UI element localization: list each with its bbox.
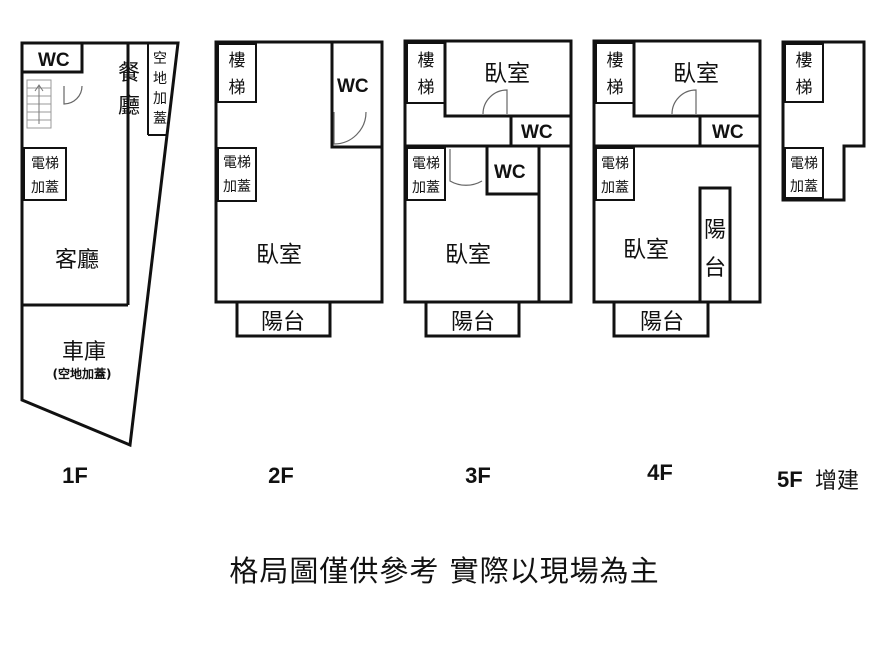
f2-elevator-label-1: 電梯: [223, 155, 251, 171]
floor-4f: 樓 梯 臥室 WC 電梯 加蓋 臥室 陽 台 陽台: [592, 39, 762, 338]
f2-elevator-label-2: 加蓋: [223, 179, 251, 195]
f4-stairs-label-1: 樓: [607, 51, 624, 71]
f3-bedroom-label: 臥室: [445, 242, 491, 268]
f3-balcony-label: 陽台: [451, 310, 495, 335]
f1-open-cover-label-1: 空: [153, 51, 167, 67]
f1-elevator-label-1: 電梯: [31, 156, 59, 172]
f4-wc-label: WC: [712, 122, 744, 143]
f1-open-cover-label-3: 加: [153, 91, 167, 107]
floor-1f: WC 餐 廳 空 地 加 蓋 電梯 加蓋 客廳 車庫 (空地加蓋): [20, 41, 180, 448]
floor-5f: 樓 梯 電梯 加蓋: [781, 40, 866, 202]
f4-elevator-label-1: 電梯: [601, 156, 629, 172]
f1-dining-label-2: 廳: [118, 94, 140, 119]
f1-garage-label: 車庫: [62, 340, 106, 365]
f5-stairs-label-1: 樓: [796, 51, 813, 71]
f1-open-cover-label-4: 蓋: [153, 111, 167, 127]
floor-3f: 樓 梯 臥室 WC 電梯 加蓋 WC 臥室 陽台: [403, 39, 573, 338]
f1-garage-note: (空地加蓋): [53, 366, 112, 381]
floor-2f: 樓 梯 WC 電梯 加蓋 臥室 陽台: [214, 40, 384, 338]
f3-bedroom-top-label: 臥室: [484, 61, 530, 87]
f3-elevator-label-2: 加蓋: [412, 180, 440, 196]
f2-wc-label: WC: [337, 76, 369, 97]
f4-balcony-label: 陽台: [640, 310, 684, 335]
f4-stairs-label-2: 梯: [607, 78, 624, 98]
f1-elevator-label-2: 加蓋: [31, 180, 59, 196]
floor-label-2f: 2F: [268, 463, 294, 488]
f1-dining-label-1: 餐: [118, 61, 140, 86]
f4-bedroom-label: 臥室: [623, 237, 669, 263]
f2-balcony-label: 陽台: [261, 310, 305, 335]
door-swing-icon: [449, 149, 483, 186]
f2-stairs-label-1: 樓: [229, 51, 246, 71]
floor-label-1f: 1F: [62, 463, 88, 488]
door-swing-icon: [63, 85, 83, 105]
floor-label-5f: 5F: [777, 467, 803, 492]
f3-wc-mid-label: WC: [494, 162, 526, 183]
f1-open-cover-label-2: 地: [153, 71, 167, 87]
f5-stairs-label-2: 梯: [796, 78, 813, 98]
f5-elevator-label-2: 加蓋: [790, 179, 818, 195]
floor-label-3f: 3F: [465, 463, 491, 488]
f4-side-balcony-label-1: 陽: [704, 218, 726, 243]
stairs-icon: [26, 79, 52, 129]
floor-label-5f-suffix: 增建: [815, 469, 859, 494]
f3-stairs-label-1: 樓: [418, 51, 435, 71]
f4-bedroom-top-label: 臥室: [673, 61, 719, 87]
door-swing-icon: [482, 89, 508, 115]
f3-elevator-label-1: 電梯: [412, 156, 440, 172]
f4-elevator-label-2: 加蓋: [601, 180, 629, 196]
door-swing-icon: [671, 89, 697, 115]
f5-elevator-label-1: 電梯: [790, 156, 818, 172]
floor-label-4f: 4F: [647, 460, 673, 485]
f3-stairs-label-2: 梯: [418, 78, 435, 98]
f2-bedroom-label: 臥室: [256, 242, 302, 268]
f1-living-label: 客廳: [55, 248, 99, 273]
f3-wc-top-label: WC: [521, 122, 553, 143]
door-swing-icon: [333, 111, 367, 145]
disclaimer-text: 格局圖僅供參考 實際以現場為主: [229, 554, 660, 588]
f1-wc-label: WC: [38, 50, 70, 71]
f4-side-balcony-label-2: 台: [704, 256, 726, 281]
f2-stairs-label-2: 梯: [229, 78, 246, 98]
